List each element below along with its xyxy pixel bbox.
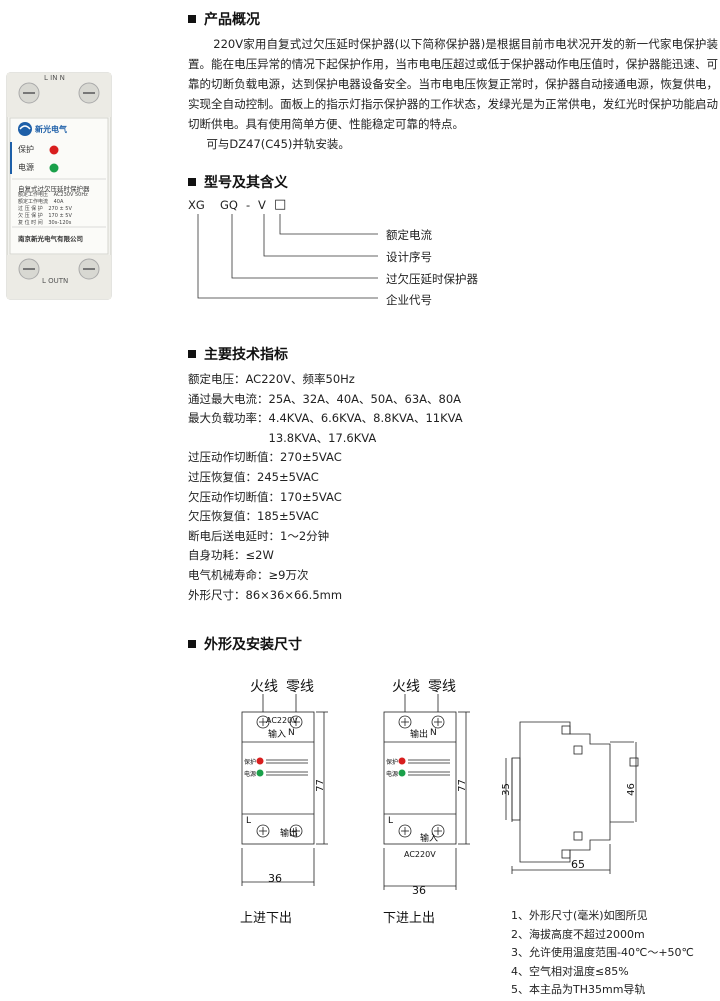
protect-indicator-label: 保护 bbox=[18, 145, 34, 154]
left-bottom-io: 输出 bbox=[280, 829, 299, 839]
spec-row: 过压动作切断值：270±5VAC bbox=[188, 450, 342, 465]
left-top-io: 输入 bbox=[268, 730, 287, 740]
company-name-label: 南京新光电气有限公司 bbox=[18, 235, 83, 243]
spec-row: 断电后送电延时：1～2分钟 bbox=[188, 528, 330, 543]
model-code-v: V bbox=[258, 198, 266, 212]
model-code-box: □ bbox=[274, 197, 287, 212]
left-live-label: 火线 bbox=[250, 679, 278, 695]
left-bottom-l: L bbox=[246, 816, 252, 826]
product-photo: L IN N L OUTN 新光电气 保护 电源 自复式过欠压延时保护器 额定工… bbox=[6, 72, 112, 300]
model-code-dash: - bbox=[246, 198, 251, 212]
overview-paragraph: 220V家用自复式过欠压延时保护器(以下简称保护器)是根据目前市电状况开发的新一… bbox=[188, 37, 718, 151]
side-rail-dim: 35 bbox=[500, 783, 512, 796]
note-item: 5、本主品为TH35mm导轨 bbox=[511, 983, 646, 997]
right-bottom-voltage: AC220V bbox=[404, 850, 436, 859]
model-title: 型号及其含义 bbox=[188, 172, 288, 192]
overview-title: 产品概况 bbox=[188, 9, 260, 29]
meaning-design-serial: 设计序号 bbox=[386, 250, 432, 264]
model-code-xg: XG bbox=[188, 198, 205, 212]
right-bottom-io: 输入 bbox=[420, 834, 439, 844]
right-neutral-label: 零线 bbox=[428, 679, 456, 695]
meaning-company-code: 企业代号 bbox=[386, 293, 432, 307]
left-dim-height: 77 bbox=[314, 779, 326, 792]
spec-row: 最大负载功率：4.4KVA、6.6KVA、8.8KVA、11KVA bbox=[188, 411, 463, 426]
power-indicator-label: 电源 bbox=[18, 163, 34, 172]
right-caption: 下进上出 bbox=[383, 911, 436, 926]
spec-row: 13.8KVA、17.6KVA bbox=[188, 430, 377, 445]
meaning-product-type: 过欠压延时保护器 bbox=[386, 272, 478, 286]
left-top-n: N bbox=[288, 728, 295, 738]
side-depth-dim: 65 bbox=[571, 858, 585, 871]
spec-row: 欠压恢复值：185±5VAC bbox=[188, 509, 319, 524]
note-item: 1、外形尺寸(毫米)如图所见 bbox=[511, 909, 648, 922]
spec-list: 额定电压：AC220V、频率50Hz 通过最大电流：25A、32A、40A、50… bbox=[188, 370, 463, 605]
left-protect-label: 保护 bbox=[244, 759, 257, 766]
right-live-label: 火线 bbox=[392, 679, 420, 695]
right-bottom-l: L bbox=[388, 816, 394, 826]
spec-row: 通过最大电流：25A、32A、40A、50A、63A、80A bbox=[188, 391, 461, 406]
model-leader-lines bbox=[197, 214, 378, 299]
model-code-gq: GQ bbox=[220, 198, 238, 212]
left-neutral-label: 零线 bbox=[286, 679, 314, 695]
note-item: 2、海拔高度不超过2000m bbox=[511, 927, 645, 941]
side-view-drawing bbox=[505, 721, 639, 874]
right-dim-width: 36 bbox=[412, 884, 426, 897]
photo-spec-table: 额定工作电压 AC230V 50Hz 额定工作电流 40A 过 压 保 护 27… bbox=[18, 192, 88, 226]
specs-title: 主要技术指标 bbox=[188, 344, 288, 364]
right-front-drawing bbox=[383, 694, 470, 890]
left-caption: 上进下出 bbox=[240, 911, 293, 926]
spec-row: 欠压动作切断值：170±5VAC bbox=[188, 489, 342, 504]
right-protect-label: 保护 bbox=[386, 759, 399, 766]
left-power-label: 电源 bbox=[244, 771, 257, 778]
bottom-terminal-label: L OUTN bbox=[42, 277, 69, 285]
left-dim-width: 36 bbox=[268, 872, 282, 885]
logo-text: 新光电气 bbox=[35, 125, 67, 134]
product-name-label: 自复式过欠压延时保护器 bbox=[18, 185, 90, 193]
right-dim-height: 77 bbox=[456, 779, 468, 792]
dimensions-title: 外形及安装尺寸 bbox=[188, 634, 302, 654]
top-terminal-label: L IN N bbox=[44, 74, 65, 82]
terminal-screw-icon bbox=[18, 82, 100, 280]
spec-row: 外形尺寸：86×36×66.5mm bbox=[188, 587, 343, 602]
right-power-label: 电源 bbox=[386, 771, 399, 778]
spec-row: 自身功耗：≤2W bbox=[188, 548, 274, 563]
meaning-rated-current: 额定电流 bbox=[386, 228, 432, 242]
spec-row: 额定电压：AC220V、频率50Hz bbox=[188, 372, 355, 386]
left-front-drawing bbox=[241, 694, 328, 886]
left-top-voltage: AC220V bbox=[266, 716, 298, 725]
right-top-n: N bbox=[430, 728, 437, 738]
side-body-dim: 46 bbox=[625, 783, 637, 796]
spec-row: 电气机械寿命：≥9万次 bbox=[188, 567, 309, 582]
spec-row: 过压恢复值：245±5VAC bbox=[188, 469, 319, 484]
installation-notes: 1、外形尺寸(毫米)如图所见 2、海拔高度不超过2000m 3、允许使用温度范围… bbox=[511, 907, 694, 1000]
note-item: 4、空气相对温度≤85% bbox=[511, 964, 629, 978]
note-item: 3、允许使用温度范围-40℃～+50℃ bbox=[511, 946, 694, 960]
right-top-io: 输出 bbox=[410, 730, 429, 740]
company-logo-icon bbox=[18, 122, 32, 136]
